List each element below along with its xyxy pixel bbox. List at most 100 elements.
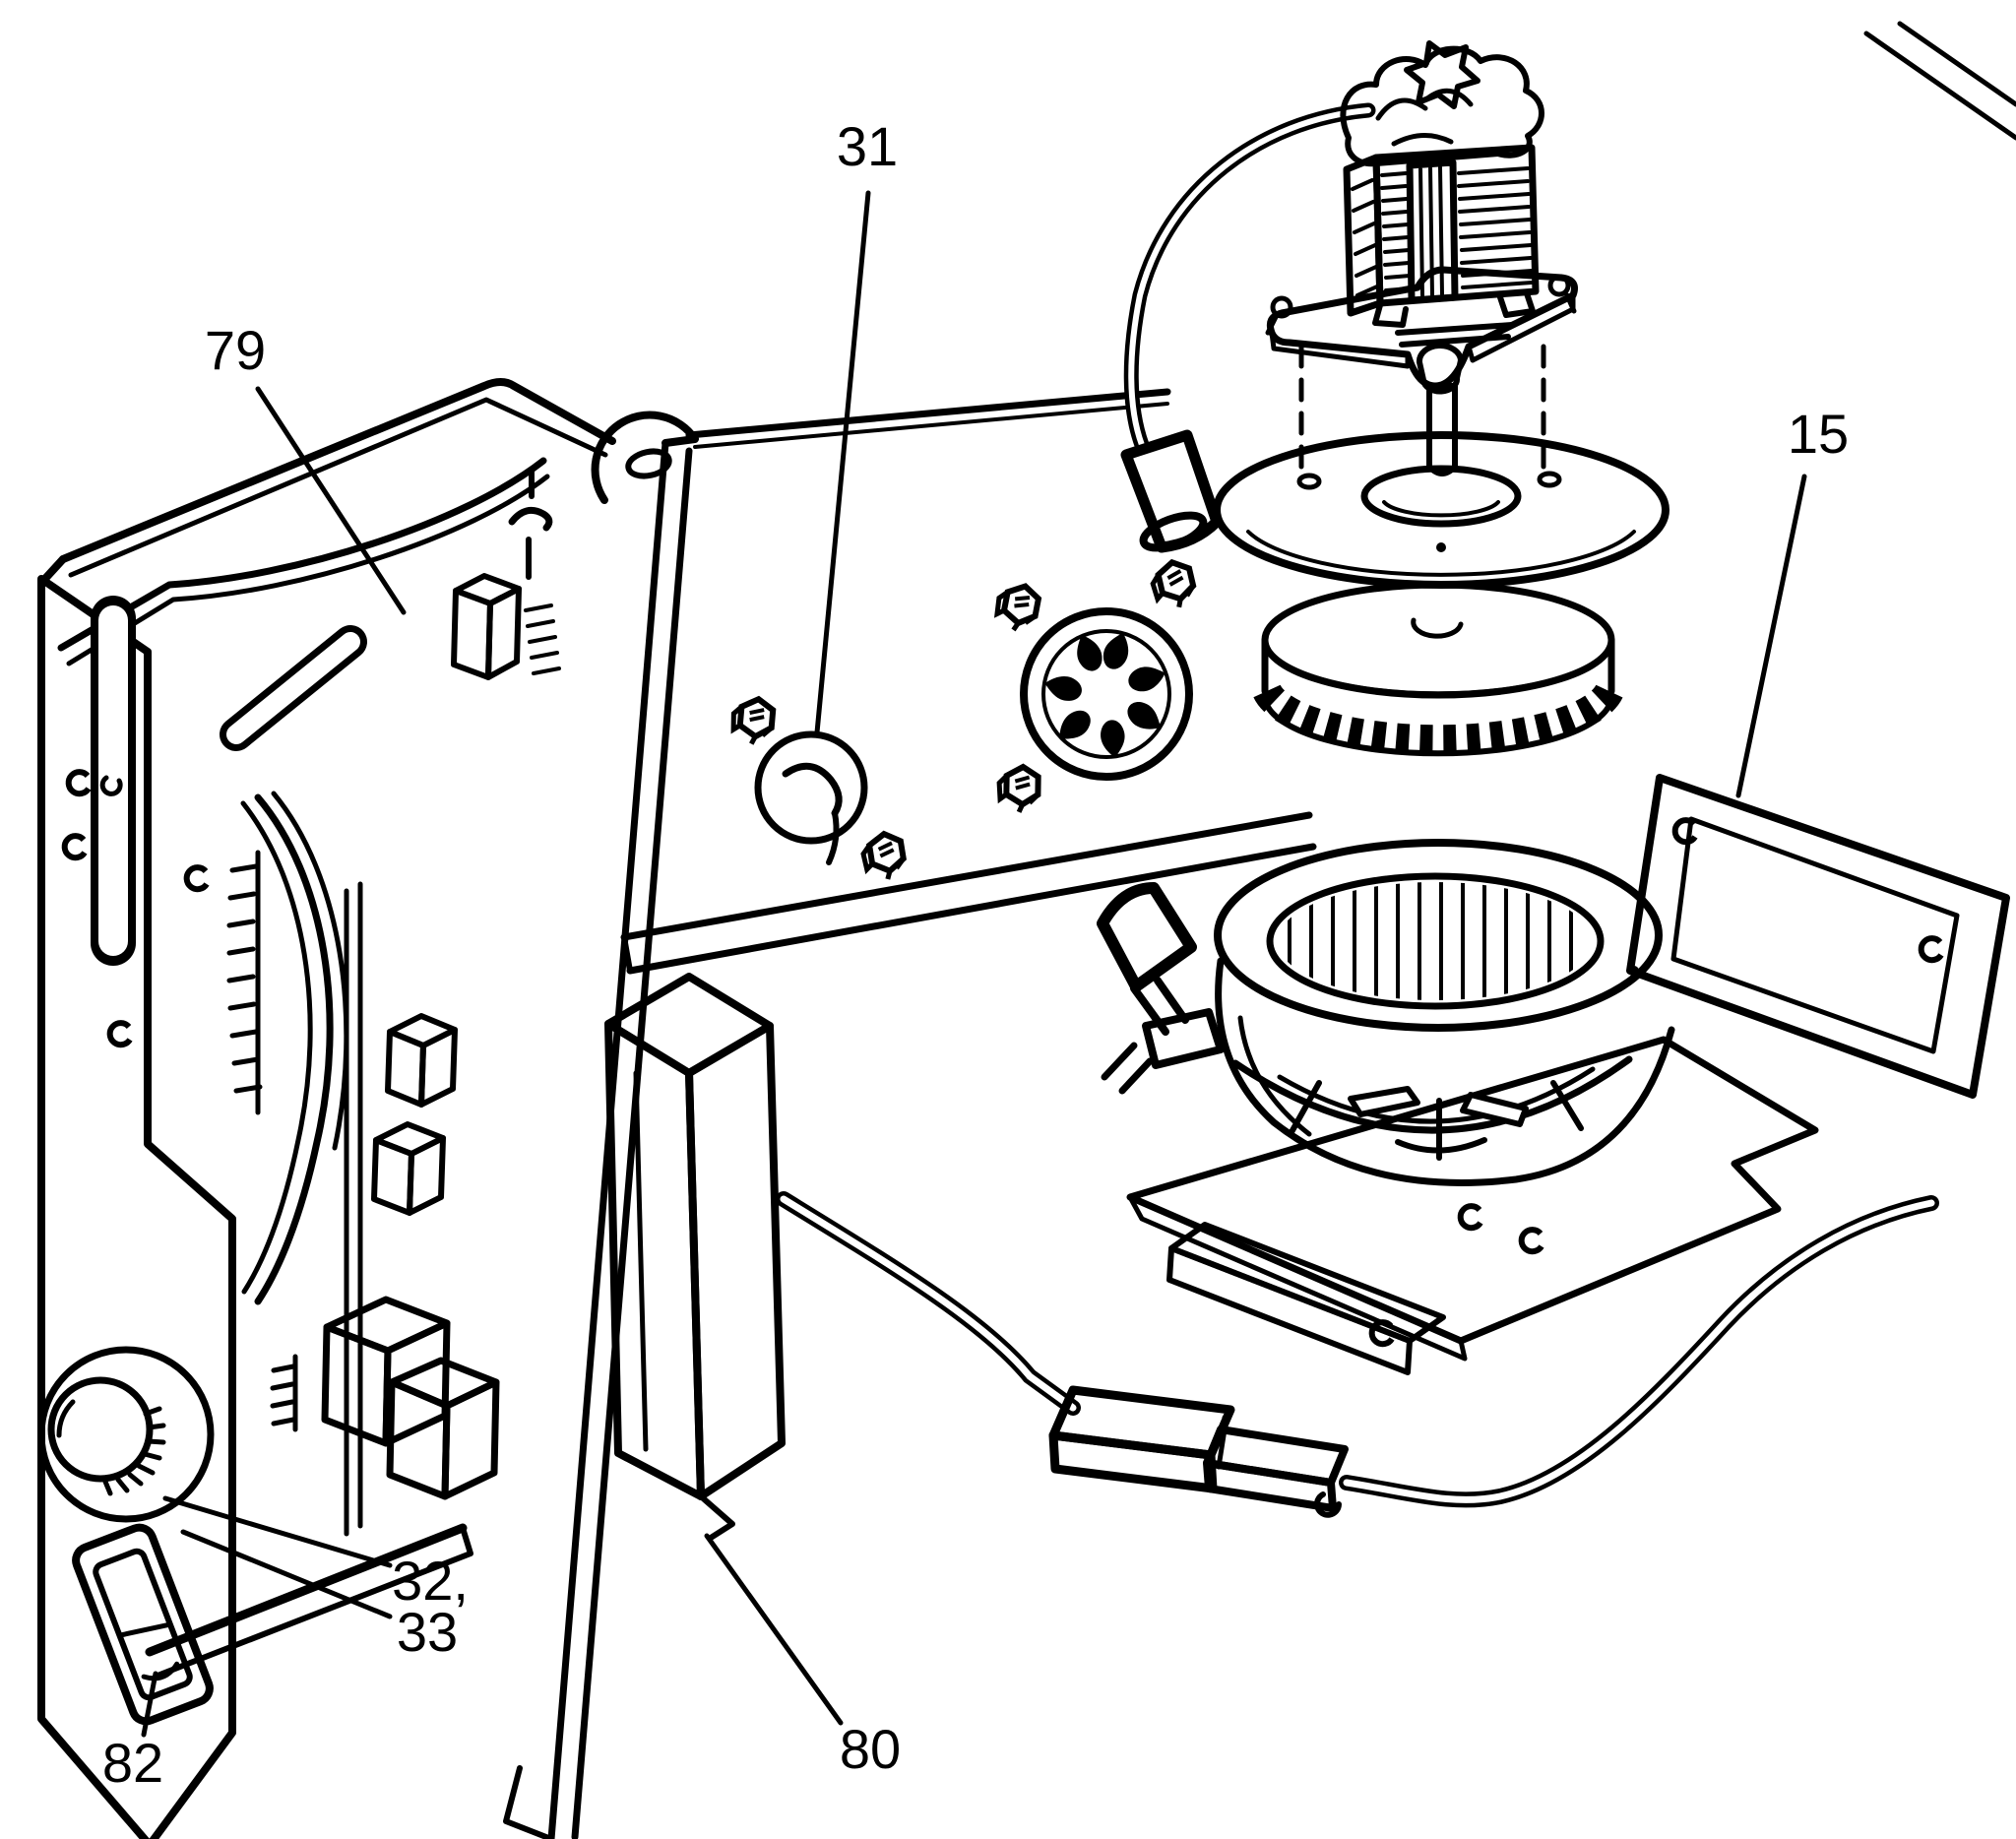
panel-hole [69,772,89,793]
scroll-body-inner [1237,1015,1312,1137]
blower-lead-terminal [1097,882,1225,1095]
disc-stud-hole [1537,471,1562,488]
module-foot [698,1493,735,1541]
power-switch [72,1523,214,1726]
base-plate-thickness [1127,1194,1468,1362]
panel-hole [65,836,85,857]
relay-block [451,573,561,680]
fan-rim [1231,1055,1633,1134]
control-knob [37,1346,215,1523]
alignment-lines [1298,344,1546,481]
ref-label-31: 31 [837,115,898,177]
module-top [604,973,774,1077]
inline-connector [1048,1385,1349,1512]
inlet-vanes [1288,882,1573,1000]
fan-blades [1289,1080,1584,1161]
leader-33 [180,1529,393,1619]
cable-grommet [1020,607,1193,781]
ribbon-arc-inner [240,800,313,1295]
module-detail [633,1070,704,1499]
motor-lead-terminal [1120,429,1223,553]
leader-80 [704,1533,844,1726]
ribbon-arc-outer [271,791,349,1151]
mounting-bar [1166,1222,1446,1375]
leader-15 [1735,474,1807,798]
transformer-block [321,1296,451,1447]
bracket-slot [220,625,367,751]
switch-bezel [72,1523,214,1726]
base-shelf [620,21,2016,975]
disc-dot [1436,542,1446,552]
shelf-back-edge [685,388,1171,439]
blower-base-plate [1126,1036,1819,1375]
pulley-bottom-rim [1264,702,1612,757]
clip-detail [508,468,553,580]
reference-labels: 31 79 15 32, 33 82 80 [102,115,1849,1794]
leader-82 [141,1671,158,1738]
shelf-front-thickness [626,843,1317,975]
wire-curl [1314,1491,1342,1518]
knob-bezel [37,1346,215,1523]
base-plate-outline [1126,1036,1819,1345]
transformer-block [386,1357,500,1500]
leader-79 [255,386,407,615]
knob-highlight [56,1399,76,1438]
motor-windings [1340,45,1544,167]
ref-label-15: 15 [1788,403,1849,465]
plate-hole [1461,1206,1480,1228]
drive-motor [1265,40,1578,395]
module-side [685,1022,786,1500]
shelf-far-edge [1863,21,2016,141]
ref-label-33: 33 [397,1601,458,1663]
ref-label-32: 32, [392,1550,469,1612]
shelf-back-edge-inner [693,402,1169,449]
motor-mount-plate [1265,266,1578,395]
disc-stud-hole [1296,473,1322,490]
panel-slot [91,596,136,966]
plate-hole [1522,1230,1542,1251]
panel-thickness [160,1730,235,1830]
divider-foot [503,1765,554,1839]
scroll-body [1215,957,1675,1186]
pulley-sides [1261,636,1615,695]
disc-hole-shadow [1382,500,1500,518]
control-module [604,973,786,1541]
sip-component [226,850,263,1115]
blower-housing [1214,774,2010,1186]
pivot-tab [591,411,699,504]
panel-outline [37,575,236,1839]
fan-wheel [1231,1055,1633,1161]
hex-screw [997,765,1040,813]
panel-hole [187,867,207,889]
pulley-notch [1411,617,1464,639]
stator-stack [1343,144,1540,348]
knob-knurl [102,1406,166,1496]
knob-body [47,1376,154,1483]
disc-outline [1213,431,1670,589]
panel-hole [110,1023,130,1045]
leader-31 [814,190,871,735]
ref-label-80: 80 [840,1718,901,1780]
wiring [776,102,1939,1518]
pulley-rim [1267,649,1609,697]
hex-screw [861,832,906,881]
ref-label-82: 82 [102,1732,163,1794]
shaft-hole-31 [754,730,868,865]
comb-component [270,1354,298,1432]
control-panel [37,575,236,1839]
side-bracket [37,378,616,751]
pulley-flange-disc [1213,431,1670,589]
shaft-top-star [1404,40,1480,109]
ribbon-arc [254,793,334,1305]
inlet-ring [1214,839,1663,1032]
shelf-corner [621,934,633,974]
capacitor-block [371,1121,446,1216]
bracket-top-edge [59,378,616,563]
hex-screw [1150,559,1196,610]
toothed-pulley [1253,581,1623,757]
divider-back-edge [571,447,693,1839]
capacitor-block [385,1013,458,1108]
ref-label-79: 79 [205,319,266,381]
